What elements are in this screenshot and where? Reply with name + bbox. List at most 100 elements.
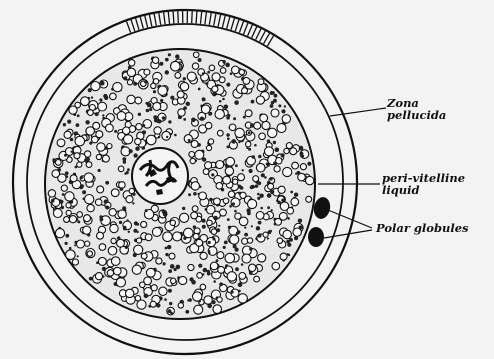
yolk-granule bbox=[106, 124, 114, 132]
yolk-granule bbox=[227, 272, 236, 281]
yolk-granule bbox=[219, 100, 222, 103]
yolk-granule bbox=[249, 247, 253, 251]
yolk-granule bbox=[216, 183, 223, 190]
yolk-granule bbox=[241, 263, 244, 266]
yolk-granule bbox=[168, 289, 172, 293]
yolk-granule bbox=[162, 131, 171, 140]
zona-leader-line bbox=[330, 108, 386, 116]
yolk-granule bbox=[141, 253, 147, 259]
yolk-granule bbox=[162, 210, 166, 214]
yolk-granule bbox=[273, 141, 276, 144]
yolk-granule bbox=[75, 136, 85, 146]
yolk-granule bbox=[133, 229, 137, 233]
yolk-granule bbox=[222, 60, 226, 64]
zona-striation bbox=[145, 16, 148, 28]
yolk-granule bbox=[236, 232, 239, 235]
yolk-granule bbox=[191, 212, 198, 219]
zona-striation bbox=[140, 17, 143, 29]
yolk-granule bbox=[231, 139, 236, 144]
zona-striation bbox=[244, 23, 248, 34]
yolk-granule bbox=[217, 252, 224, 259]
yolk-granule bbox=[281, 153, 285, 157]
yolk-granule bbox=[96, 154, 101, 159]
yolk-granule bbox=[247, 238, 252, 243]
yolk-granule bbox=[117, 112, 126, 121]
yolk-granule bbox=[57, 139, 65, 147]
yolk-granule bbox=[231, 290, 234, 293]
yolk-granule bbox=[213, 280, 216, 283]
yolk-granule bbox=[218, 266, 225, 273]
polar-globule-lower bbox=[308, 227, 324, 247]
yolk-granule bbox=[272, 262, 280, 270]
yolk-granule bbox=[275, 147, 280, 152]
yolk-granule bbox=[294, 193, 298, 197]
yolk-granule bbox=[105, 181, 109, 185]
yolk-granule bbox=[198, 88, 201, 91]
yolk-granule bbox=[72, 259, 78, 265]
yolk-granule bbox=[190, 158, 195, 163]
zona-striation bbox=[214, 14, 216, 26]
yolk-granule bbox=[263, 232, 268, 237]
yolk-granule bbox=[238, 294, 247, 303]
yolk-granule bbox=[85, 195, 94, 204]
yolk-granule bbox=[141, 221, 147, 227]
yolk-granule bbox=[146, 109, 150, 113]
yolk-granule bbox=[205, 208, 208, 211]
yolk-granule bbox=[252, 155, 256, 159]
zona-striation bbox=[267, 36, 273, 46]
yolk-granule bbox=[225, 267, 227, 269]
yolk-granule bbox=[132, 193, 135, 196]
yolk-granule bbox=[102, 155, 109, 162]
yolk-granule bbox=[77, 240, 85, 248]
yolk-granule bbox=[146, 268, 155, 277]
zona-striation bbox=[178, 11, 179, 23]
yolk-granule bbox=[196, 239, 203, 246]
yolk-granule bbox=[264, 176, 267, 179]
yolk-granule bbox=[144, 69, 150, 75]
yolk-granule bbox=[278, 104, 281, 107]
yolk-granule bbox=[89, 277, 93, 281]
yolk-granule bbox=[86, 127, 94, 135]
yolk-granule bbox=[179, 276, 187, 284]
yolk-granule bbox=[224, 241, 228, 245]
yolk-granule bbox=[189, 152, 195, 158]
yolk-granule bbox=[87, 204, 94, 211]
yolk-granule bbox=[268, 128, 277, 137]
yolk-granule bbox=[222, 98, 225, 101]
yolk-granule bbox=[98, 169, 101, 172]
yolk-granule bbox=[307, 162, 311, 166]
yolk-granule bbox=[107, 270, 113, 276]
yolk-granule bbox=[211, 173, 214, 176]
yolk-granule bbox=[70, 138, 74, 142]
yolk-granule bbox=[132, 202, 134, 204]
yolk-granule bbox=[96, 131, 103, 138]
yolk-granule bbox=[81, 97, 90, 106]
yolk-granule bbox=[226, 116, 230, 120]
yolk-granule bbox=[185, 310, 189, 314]
zona-striation bbox=[231, 18, 234, 30]
yolk-granule bbox=[80, 184, 84, 188]
yolk-granule bbox=[87, 251, 92, 256]
yolk-granule bbox=[145, 234, 152, 241]
yolk-granule bbox=[258, 234, 262, 238]
yolk-granule bbox=[259, 133, 266, 140]
yolk-granule bbox=[129, 60, 135, 66]
yolk-granule bbox=[133, 82, 137, 86]
yolk-granule bbox=[55, 229, 64, 238]
yolk-granule bbox=[194, 305, 203, 314]
yolk-granule bbox=[170, 220, 175, 225]
yolk-granule bbox=[217, 297, 222, 302]
yolk-granule bbox=[67, 120, 71, 124]
yolk-granule bbox=[166, 136, 168, 138]
yolk-granule bbox=[183, 118, 186, 121]
yolk-granule bbox=[225, 63, 230, 68]
zona-striation bbox=[205, 12, 207, 24]
yolk-granule bbox=[153, 90, 156, 93]
yolk-granule bbox=[192, 206, 198, 212]
yolk-granule bbox=[164, 298, 167, 301]
yolk-granule bbox=[103, 94, 107, 98]
yolk-granule bbox=[226, 157, 235, 166]
yolk-granule bbox=[99, 98, 102, 101]
yolk-granule bbox=[226, 83, 230, 87]
yolk-granule bbox=[80, 176, 83, 179]
